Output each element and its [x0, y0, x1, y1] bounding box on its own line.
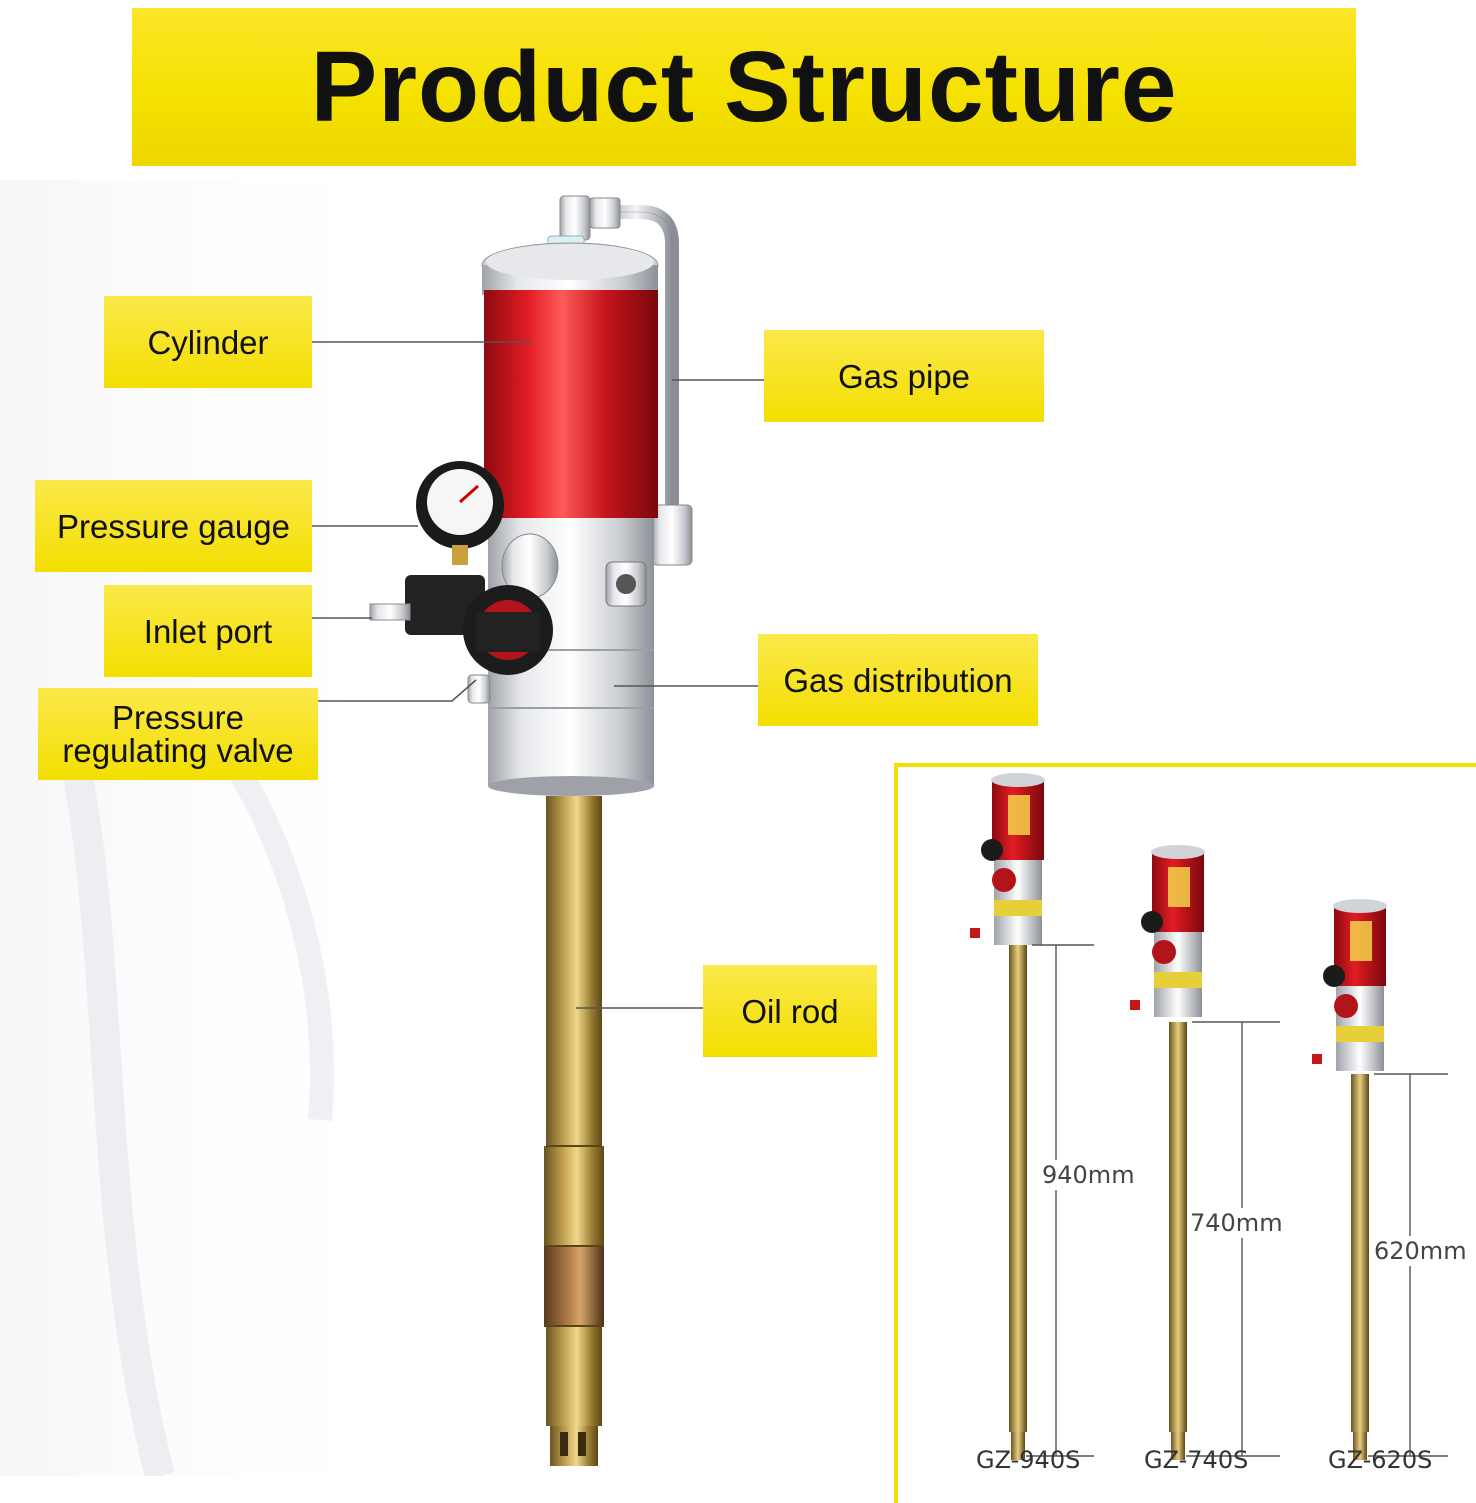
label-gas-pipe-text: Gas pipe — [837, 357, 971, 395]
oil-rod — [546, 796, 602, 1146]
model-2-length: 740mm — [1188, 1208, 1285, 1238]
gas-pipe — [600, 205, 679, 520]
label-pressure-gauge: Pressure gauge — [35, 480, 312, 572]
label-pressure-gauge-text: Pressure gauge — [57, 507, 290, 545]
model-1-name: GZ-940S — [976, 1446, 1081, 1474]
model-3-length: 620mm — [1372, 1236, 1469, 1266]
model-3-name: GZ-620S — [1328, 1446, 1433, 1474]
page-title: Product Structure — [310, 30, 1178, 143]
model-1-rod — [1009, 945, 1027, 1432]
label-oil-rod-text: Oil rod — [741, 992, 839, 1030]
model-2-name: GZ-740S — [1144, 1446, 1249, 1474]
label-pressure-regulating-valve: Pressure regulating valve — [38, 688, 318, 780]
label-prv-line2: regulating valve — [62, 732, 294, 769]
model-3-rod — [1351, 1074, 1369, 1432]
title-banner: Product Structure — [132, 8, 1356, 166]
label-oil-rod: Oil rod — [703, 965, 877, 1057]
label-gas-pipe: Gas pipe — [764, 330, 1044, 422]
label-gas-distribution-text: Gas distribution — [783, 661, 1013, 699]
label-cylinder: Cylinder — [104, 296, 312, 388]
label-gas-distribution: Gas distribution — [758, 634, 1038, 726]
model-2-rod — [1169, 1022, 1187, 1432]
label-inlet-port: Inlet port — [104, 585, 312, 677]
label-prv-line1: Pressure — [111, 699, 245, 736]
leader-lines — [312, 341, 764, 1009]
model-1-length: 940mm — [1040, 1160, 1137, 1190]
cylinder-body — [484, 290, 658, 518]
label-inlet-port-text: Inlet port — [143, 612, 273, 650]
label-cylinder-text: Cylinder — [147, 323, 269, 361]
